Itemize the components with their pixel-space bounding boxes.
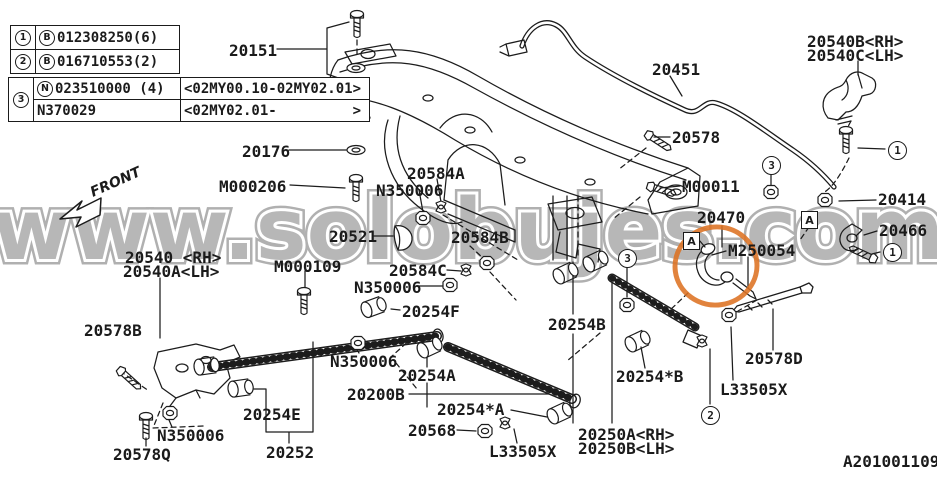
callout-box-A: A bbox=[801, 211, 818, 229]
part-label-20151: 20151 bbox=[229, 41, 278, 60]
part-label-L33505X-b: L33505X bbox=[720, 380, 788, 399]
part-label-drawing-number: A201001109 bbox=[843, 452, 937, 471]
circled-number: 1 bbox=[15, 29, 31, 46]
part-label-20254-star-A: 20254*A bbox=[437, 400, 505, 419]
part-label-20254E: 20254E bbox=[243, 405, 301, 424]
part-label-20176: 20176 bbox=[242, 142, 291, 161]
part-label-20578B: 20578B bbox=[84, 321, 142, 340]
part-label-20254F: 20254F bbox=[402, 302, 460, 321]
part-label-20568: 20568 bbox=[408, 421, 457, 440]
lateral-link-front bbox=[443, 342, 581, 409]
stabilizer-bracket bbox=[822, 71, 877, 125]
part-label-20540: 20540 <RH> bbox=[125, 248, 222, 267]
part-label-20470: 20470 bbox=[697, 208, 746, 227]
part-label-20521: 20521 bbox=[329, 227, 378, 246]
callout-box-A: A bbox=[683, 232, 700, 250]
lateral-link-right bbox=[607, 273, 703, 349]
stabilizer-bar bbox=[499, 20, 837, 190]
legend-row: N370029 <02MY02.01- > bbox=[34, 99, 369, 121]
part-label-20252: 20252 bbox=[266, 443, 315, 462]
part-label-20578-top: 20578 bbox=[672, 128, 721, 147]
part-label-20578Q: 20578Q bbox=[113, 445, 171, 464]
part-label-20540C: 20540C<LH> bbox=[807, 46, 904, 65]
part-label-20540A: 20540A<LH> bbox=[123, 262, 220, 281]
circled-letter: B bbox=[39, 53, 55, 70]
part-label-M250054: M250054 bbox=[728, 241, 796, 260]
circled-letter: B bbox=[39, 29, 55, 46]
part-number: 023510000 (4) bbox=[55, 80, 165, 97]
part-label-20451: 20451 bbox=[652, 60, 701, 79]
callout-circle-2: 2 bbox=[701, 406, 720, 425]
callout-circle-1: 1 bbox=[883, 243, 902, 262]
part-label-N350006-d: N350006 bbox=[330, 352, 398, 371]
part-label-20254B: 20254B bbox=[548, 315, 606, 334]
part-number: 012308250(6) bbox=[57, 29, 159, 46]
part-label-20414: 20414 bbox=[878, 190, 927, 209]
part-label-L33505X-a: L33505X bbox=[489, 442, 557, 461]
part-label-N350006-c: N350006 bbox=[157, 426, 225, 445]
callout-circle-3: 3 bbox=[618, 249, 637, 268]
part-label-20250A: 20250A<RH> bbox=[578, 425, 675, 444]
bolt-20578D bbox=[732, 282, 814, 313]
part-label-N350006-a: N350006 bbox=[376, 181, 444, 200]
part-label-20584B: 20584B bbox=[451, 228, 509, 247]
part-label-20254-star-B: 20254*B bbox=[616, 367, 684, 386]
part-number: N370029 bbox=[37, 102, 97, 119]
part-label-20200B: 20200B bbox=[347, 385, 405, 404]
leader-lines bbox=[145, 21, 886, 447]
clamp-20466 bbox=[839, 223, 863, 252]
part-label-20584C: 20584C bbox=[389, 261, 447, 280]
model-year-range: <02MY00.10-02MY02.01> bbox=[180, 78, 369, 99]
part-label-20584A: 20584A bbox=[407, 164, 465, 183]
front-arrow bbox=[59, 197, 102, 228]
part-label-M00011: M00011 bbox=[682, 177, 740, 196]
circled-number: 2 bbox=[15, 53, 31, 70]
part-label-M000109: M000109 bbox=[274, 257, 342, 276]
part-label-20540B: 20540B<RH> bbox=[807, 32, 904, 51]
callout-circle-1: 1 bbox=[888, 141, 907, 160]
part-label-N350006-b: N350006 bbox=[354, 278, 422, 297]
part-label-20578D: 20578D bbox=[745, 349, 803, 368]
part-label-20254A: 20254A bbox=[398, 366, 456, 385]
highlight-ring bbox=[672, 224, 760, 308]
part-label-20250B: 20250B<LH> bbox=[578, 439, 675, 458]
part-number: 016710553(2) bbox=[57, 53, 159, 70]
part-label-20466: 20466 bbox=[879, 221, 928, 240]
part-label-M000206: M000206 bbox=[219, 177, 287, 196]
callout-circle-3: 3 bbox=[762, 156, 781, 175]
model-year-range: <02MY02.01- > bbox=[180, 100, 369, 121]
circled-number: 3 bbox=[13, 91, 29, 108]
circled-letter: N bbox=[37, 80, 53, 97]
lateral-link-rear bbox=[207, 328, 444, 372]
fasteners bbox=[114, 9, 880, 441]
trailing-bracket bbox=[153, 343, 241, 407]
